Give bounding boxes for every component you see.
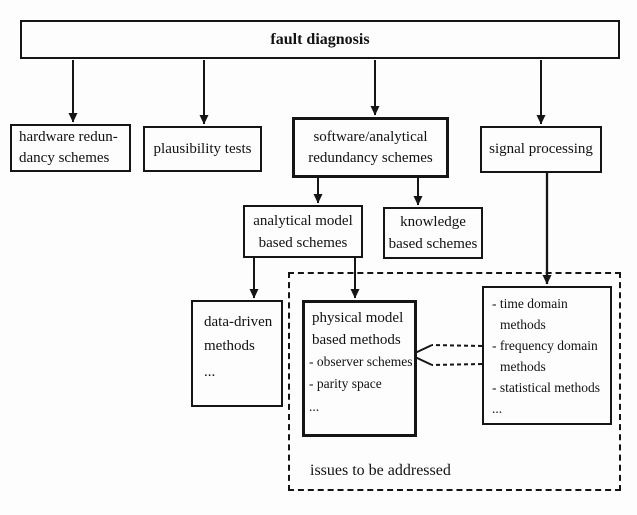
node-physical-model-based: physical model based methods - observer … bbox=[302, 300, 417, 437]
signal-ellipsis: ... bbox=[492, 401, 503, 416]
signal-item-frequency-domain: - frequency domain bbox=[492, 338, 598, 353]
analytical-line2: based schemes bbox=[258, 234, 348, 251]
software-line1: software/analytical bbox=[313, 128, 428, 145]
node-fault-diagnosis: fault diagnosis bbox=[20, 20, 620, 59]
software-line2: redundancy schemes bbox=[308, 149, 433, 166]
signal-item-time-domain-cont: methods bbox=[500, 317, 546, 332]
signal-processing-label: signal processing bbox=[489, 141, 593, 157]
physical-line2: based methods bbox=[312, 332, 401, 348]
hardware-line2: dancy schemes bbox=[19, 150, 110, 166]
knowledge-line2: based schemes bbox=[388, 236, 478, 252]
signal-item-time-domain: - time domain bbox=[492, 296, 568, 311]
issues-region-label: issues to be addressed bbox=[310, 462, 451, 479]
node-hardware-redundancy: hardware redun- dancy schemes bbox=[10, 124, 131, 172]
node-signal-processing: signal processing bbox=[480, 126, 602, 173]
node-analytical-model-based: analytical model based schemes bbox=[243, 205, 363, 258]
node-signal-methods: - time domain methods - frequency domain… bbox=[482, 286, 612, 425]
physical-ellipsis: ... bbox=[309, 399, 320, 414]
data-driven-line1: data-driven bbox=[204, 314, 273, 330]
issues-region: issues to be addressed bbox=[288, 272, 621, 491]
data-driven-ellipsis: ... bbox=[204, 364, 216, 380]
signal-item-frequency-domain-cont: methods bbox=[500, 359, 546, 374]
physical-item-parity-space: - parity space bbox=[309, 376, 382, 391]
data-driven-line2: methods bbox=[204, 338, 255, 354]
knowledge-line1: knowledge bbox=[400, 214, 466, 230]
node-fault-diagnosis-label: fault diagnosis bbox=[270, 30, 370, 48]
hardware-line1: hardware redun- bbox=[19, 129, 118, 145]
analytical-line1: analytical model bbox=[253, 212, 353, 229]
node-knowledge-based: knowledge based schemes bbox=[383, 207, 483, 259]
physical-line1: physical model bbox=[312, 310, 404, 326]
node-plausibility-tests: plausibility tests bbox=[143, 126, 262, 172]
signal-item-statistical: - statistical methods bbox=[492, 380, 600, 395]
node-data-driven-methods: data-driven methods ... bbox=[191, 300, 283, 407]
plausibility-label: plausibility tests bbox=[153, 140, 252, 157]
physical-item-observer-schemes: - observer schemes bbox=[309, 354, 413, 369]
node-software-analytical-redundancy: software/analytical redundancy schemes bbox=[292, 117, 449, 178]
